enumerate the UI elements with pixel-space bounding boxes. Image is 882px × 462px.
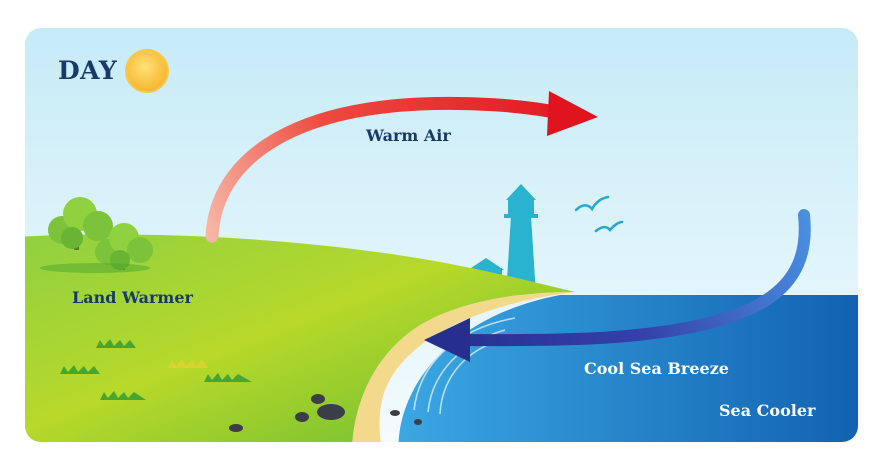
tree-icon — [40, 197, 153, 273]
sea-cooler-label: Sea Cooler — [719, 401, 816, 420]
cool-breeze-arrow — [424, 209, 811, 362]
rock-icon — [229, 394, 422, 432]
land-warmer-label: Land Warmer — [72, 288, 193, 307]
seagull-icon — [574, 195, 624, 233]
land — [25, 234, 575, 442]
sun-icon — [125, 49, 169, 93]
cool-sea-breeze-label: Cool Sea Breeze — [584, 359, 729, 378]
sand-beach — [351, 292, 575, 442]
day-label: DAY — [58, 56, 118, 85]
grass-tuft-icon — [60, 339, 252, 400]
warm-air-arrow — [205, 91, 598, 243]
warm-air-label: Warm Air — [366, 126, 451, 145]
